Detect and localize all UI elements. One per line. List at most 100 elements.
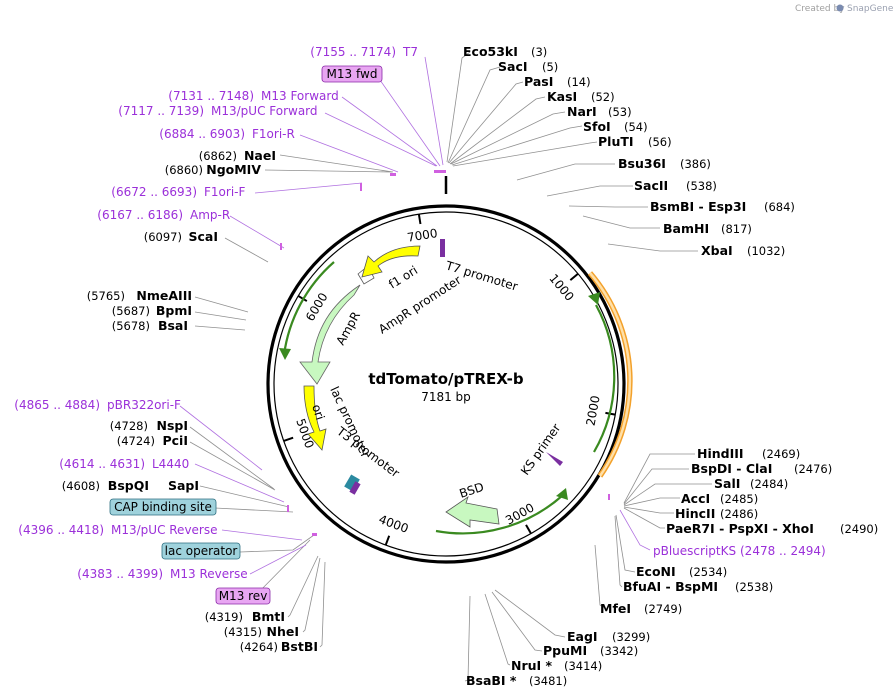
primer-m13-reverse: M13 Reverse: [170, 567, 248, 581]
site-bstbi: BstBI: [281, 639, 318, 654]
snapgene-logo-icon: [836, 4, 844, 12]
tick-mark: [384, 535, 391, 546]
boxed-labels: M13 fwd CAP binding site lac operator M1…: [109, 65, 383, 605]
svg-text:(4383 .. 4399): (4383 .. 4399): [77, 567, 163, 581]
svg-text:(2486): (2486): [720, 507, 758, 521]
bsd-arrow: [445, 496, 500, 528]
site-nari: NarI: [567, 104, 597, 119]
svg-text:(6167 .. 6186): (6167 .. 6186): [97, 208, 183, 222]
svg-text:(54): (54): [624, 120, 648, 134]
site-nhei: NheI: [267, 624, 300, 639]
primer-f1ori-r: F1ori-R: [252, 127, 295, 141]
tick-label-4000: 4000: [377, 512, 411, 536]
site-xbai: XbaI: [701, 243, 733, 258]
svg-text:(4608): (4608): [62, 479, 100, 493]
svg-text:(4728): (4728): [110, 419, 148, 433]
site-bsabi: BsaBI *: [466, 673, 517, 688]
tick-label-3000: 3000: [503, 500, 536, 527]
svg-text:(4396 .. 4418): (4396 .. 4418): [18, 523, 104, 537]
site-bfuai-bspmi: BfuAI - BspMI: [623, 579, 718, 594]
svg-text:(14): (14): [567, 75, 591, 89]
svg-text:(2538): (2538): [735, 580, 773, 594]
snapgene-credit: Created by SnapGene: [795, 4, 893, 14]
site-bsu36i: Bsu36I: [618, 156, 666, 171]
site-nrui: NruI *: [511, 658, 553, 673]
primer-m13-puc-reverse: M13/pUC Reverse: [111, 523, 218, 537]
svg-text:M13 fwd: M13 fwd: [327, 67, 378, 81]
ori-arrow: [303, 385, 327, 451]
backbone-outer: [266, 204, 626, 564]
site-pasi: PasI: [524, 74, 553, 89]
tick-mark: [569, 272, 579, 281]
svg-text:(2534): (2534): [689, 565, 727, 579]
tick-mark: [417, 213, 422, 225]
primer-amp-r: Amp-R: [190, 208, 230, 222]
site-bsmbi-esp3i: BsmBI - Esp3I: [650, 199, 746, 214]
svg-text:(3342): (3342): [600, 644, 638, 658]
bsd-label: BSD: [458, 480, 486, 501]
svg-text:(7117 .. 7139): (7117 .. 7139): [118, 104, 204, 118]
svg-text:(5678): (5678): [112, 319, 150, 333]
site-bspdi-clai: BspDI - ClaI: [691, 461, 772, 476]
backbone: [266, 176, 626, 564]
svg-text:(52): (52): [591, 90, 615, 104]
svg-text:(6862): (6862): [199, 149, 237, 163]
svg-text:(2484): (2484): [750, 477, 788, 491]
svg-text:(3414): (3414): [564, 659, 602, 673]
tick-mark: [525, 524, 532, 535]
feature-arcs: [279, 170, 633, 536]
primer-l4440: L4440: [152, 457, 189, 471]
tick-label-7000: 7000: [406, 226, 438, 245]
site-bsai: BsaI: [158, 318, 188, 333]
f1-ori-label: f1 ori: [386, 263, 420, 291]
primer-labels: (7155 .. 7174) T7 (7131 .. 7148) M13 For…: [14, 45, 825, 581]
svg-text:(538): (538): [686, 179, 717, 193]
box-m13-fwd: [321, 65, 383, 83]
plasmid-title: tdTomato/pTREX-b 7181 bp: [368, 370, 523, 404]
site-mfei: MfeI: [600, 601, 631, 616]
svg-text:(7131 .. 7148): (7131 .. 7148): [168, 89, 254, 103]
svg-text:(5): (5): [542, 60, 558, 74]
svg-text:(6884 .. 6903): (6884 .. 6903): [159, 127, 245, 141]
site-saci: SacI: [498, 59, 528, 74]
site-ngomiv: NgoMIV: [206, 162, 261, 177]
svg-text:lac operator: lac operator: [165, 544, 238, 558]
site-nmeaiii: NmeAIII: [136, 288, 192, 303]
green-arrow-left: [282, 261, 335, 356]
primer-pbluescriptks: pBluescriptKS: [653, 544, 736, 558]
site-bpmi: BpmI: [156, 303, 192, 318]
box-lac-operator: [161, 542, 241, 560]
site-bamhi: BamHI: [663, 221, 709, 236]
svg-text:(2485): (2485): [720, 492, 758, 506]
svg-text:(3299): (3299): [612, 630, 650, 644]
svg-text:(7155 .. 7174): (7155 .. 7174): [310, 45, 396, 59]
site-labels: Eco53kI (3) SacI (5) PasI (14) KasI (52)…: [62, 44, 879, 688]
svg-text:(4614 .. 4631): (4614 .. 4631): [59, 457, 145, 471]
site-scai: ScaI: [189, 229, 219, 244]
svg-text:(2469): (2469): [762, 447, 800, 461]
ori-label: ori: [309, 403, 327, 422]
t7-promoter-mark: [440, 239, 445, 257]
site-sacii: SacII: [634, 178, 668, 193]
brand-name: SnapGene: [847, 4, 893, 14]
primer-f1ori-f: F1ori-F: [204, 185, 245, 199]
site-paer7i-pspxi-xhoi: PaeR7I - PspXI - XhoI: [666, 521, 814, 536]
svg-text:(2490): (2490): [840, 522, 878, 536]
svg-text:(4724): (4724): [117, 434, 155, 448]
svg-text:(386): (386): [680, 157, 711, 171]
credit-prefix: Created by: [795, 4, 845, 14]
svg-text:M13 rev: M13 rev: [219, 589, 268, 603]
primer-t7: T7: [402, 45, 418, 59]
svg-text:(6672 .. 6693): (6672 .. 6693): [111, 185, 197, 199]
ampr-arrow: [299, 284, 361, 385]
site-bmti: BmtI: [252, 609, 285, 624]
tick-label-1000: 1000: [546, 271, 576, 303]
tick-label-2000: 2000: [583, 394, 602, 427]
svg-text:(684): (684): [764, 200, 795, 214]
svg-text:(5687): (5687): [112, 304, 150, 318]
primer-pbr322ori-f: pBR322ori-F: [107, 398, 181, 412]
svg-text:(4865 .. 4884): (4865 .. 4884): [14, 398, 100, 412]
primer-m13-puc-forward: M13/pUC Forward: [211, 104, 318, 118]
svg-text:(4264): (4264): [240, 640, 278, 654]
